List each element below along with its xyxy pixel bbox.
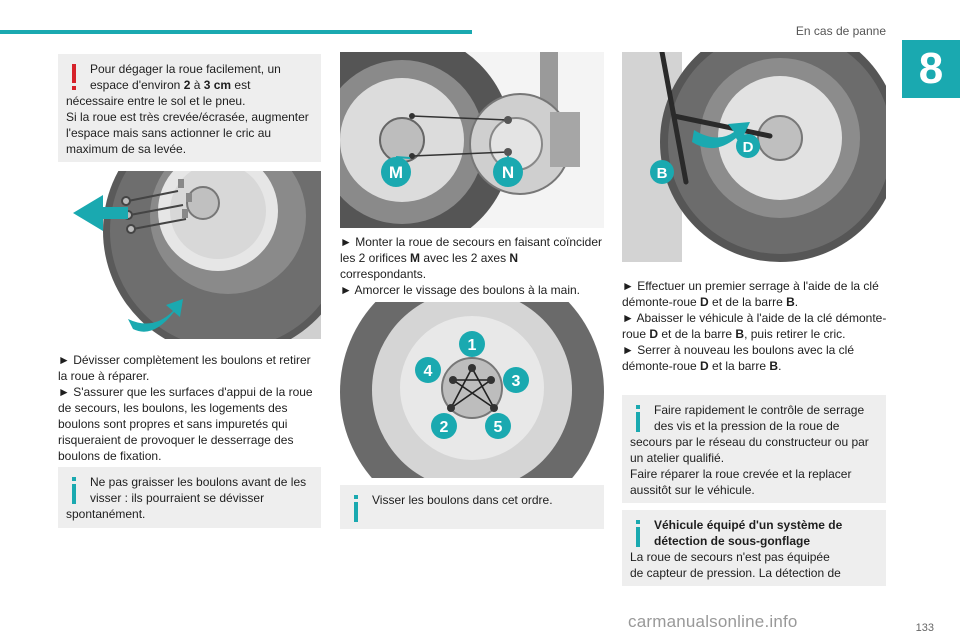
col2-steps: ► Monter la roue de secours en faisant c…	[340, 234, 604, 298]
wheel-removal-illustration	[58, 171, 321, 339]
label-b: B	[657, 165, 668, 182]
info-text-check-3: Faire réparer la roue crevée et la repla…	[630, 467, 852, 497]
step-remove-bolts: ► Dévisser complètement les boulons et r…	[58, 353, 311, 383]
info-tpms-text-2: de capteur de pression. La détection de	[630, 566, 841, 580]
bolt-number-2: 2	[440, 419, 449, 436]
info-text-check-2: secours par le réseau du constructeur ou…	[630, 435, 869, 465]
warning-text-2: nécessaire entre le sol et le pneu.	[66, 94, 246, 108]
bolt-number-5: 5	[494, 419, 503, 436]
info-icon	[636, 520, 640, 547]
info-text-grease-1: Ne pas graisser les boulons avant de les…	[90, 475, 307, 505]
section-title: En cas de panne	[795, 24, 886, 38]
label-d: D	[743, 139, 754, 156]
warning-box: Pour dégager la roue facilement, un espa…	[58, 54, 321, 162]
header-accent-bar	[0, 30, 472, 34]
bolt-number-1: 1	[468, 337, 477, 354]
step-check-surfaces: ► S'assurer que les surfaces d'appui de …	[58, 385, 313, 463]
info-icon	[354, 495, 358, 522]
col1-steps: ► Dévisser complètement les boulons et r…	[58, 352, 322, 464]
info-box-check: Faire rapidement le contrôle de serrage …	[622, 395, 886, 503]
info-icon	[72, 477, 76, 504]
warning-text-1: Pour dégager la roue facilement, un espa…	[90, 62, 281, 92]
col3-steps: ► Effectuer un premier serrage à l'aide …	[622, 278, 888, 374]
bolt-number-3: 3	[512, 373, 521, 390]
page-number: 133	[915, 622, 934, 634]
label-n: N	[502, 163, 514, 182]
bolt-number-4: 4	[424, 363, 433, 380]
step-mount-spare: ► Monter la roue de secours en faisant c…	[340, 235, 603, 281]
info-box-order: Visser les boulons dans cet ordre.	[340, 485, 604, 529]
step-first-tightening: ► Effectuer un premier serrage à l'aide …	[622, 279, 879, 309]
watermark: carmanualsonline.info	[628, 612, 798, 631]
label-m: M	[389, 163, 403, 182]
info-tpms-text-1: La roue de secours n'est pas équipée	[630, 550, 830, 564]
step-retighten: ► Serrer à nouveau les boulons avec la c…	[622, 343, 855, 373]
info-icon	[636, 405, 640, 432]
spare-wheel-mounting-illustration: M N	[340, 52, 604, 228]
warning-icon	[72, 64, 76, 90]
chapter-tab: 8	[902, 40, 960, 98]
step-lower-vehicle: ► Abaisser le véhicule à l'aide de la cl…	[622, 311, 887, 341]
info-tpms-title: Véhicule équipé d'un système de détectio…	[654, 518, 843, 548]
step-start-screwing: ► Amorcer le vissage des boulons à la ma…	[340, 283, 580, 297]
info-text-check-1: Faire rapidement le contrôle de serrage …	[654, 403, 865, 433]
info-text-grease-2: spontanément.	[66, 507, 146, 521]
info-box-grease: Ne pas graisser les boulons avant de les…	[58, 467, 321, 528]
bolt-order-illustration: 1 2 3 4 5	[340, 302, 604, 478]
info-box-tpms: Véhicule équipé d'un système de détectio…	[622, 510, 886, 586]
warning-text-3: Si la roue est très crevée/écrasée, augm…	[66, 110, 309, 156]
wheel-brace-illustration: D B	[622, 52, 886, 262]
info-text-order: Visser les boulons dans cet ordre.	[372, 493, 553, 507]
